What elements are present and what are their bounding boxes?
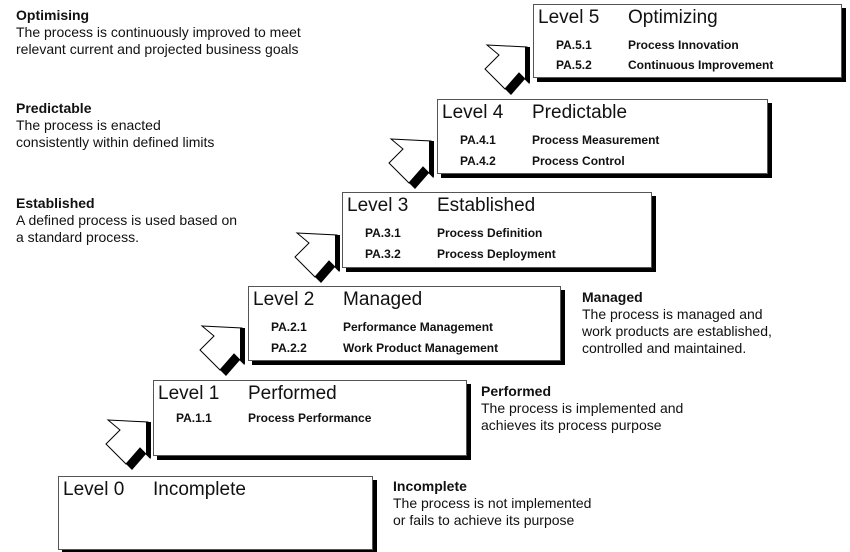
description-established: Established A defined process is used ba… [16, 195, 238, 245]
step-up-arrow-icon [388, 138, 434, 189]
step-up-arrow-icon [484, 44, 530, 95]
step-up-arrow-icon [199, 325, 245, 376]
description-heading: Managed [582, 289, 643, 305]
step-up-arrow-icon [105, 419, 151, 470]
description-optimising: Optimising The process is continuously i… [16, 7, 301, 57]
description-heading: Performed [481, 383, 552, 399]
description-managed: Managed The process is managed and work … [582, 289, 772, 356]
step-up-arrow-icon [294, 232, 340, 283]
description-incomplete: Incomplete The process is not implemente… [393, 478, 592, 528]
description-predictable: Predictable The process is enacted consi… [16, 100, 215, 150]
description-heading: Established [16, 195, 95, 211]
description-heading: Optimising [16, 7, 90, 23]
description-heading: Predictable [16, 100, 92, 116]
description-performed: Performed The process is implemented and… [481, 383, 684, 433]
description-heading: Incomplete [393, 478, 467, 494]
